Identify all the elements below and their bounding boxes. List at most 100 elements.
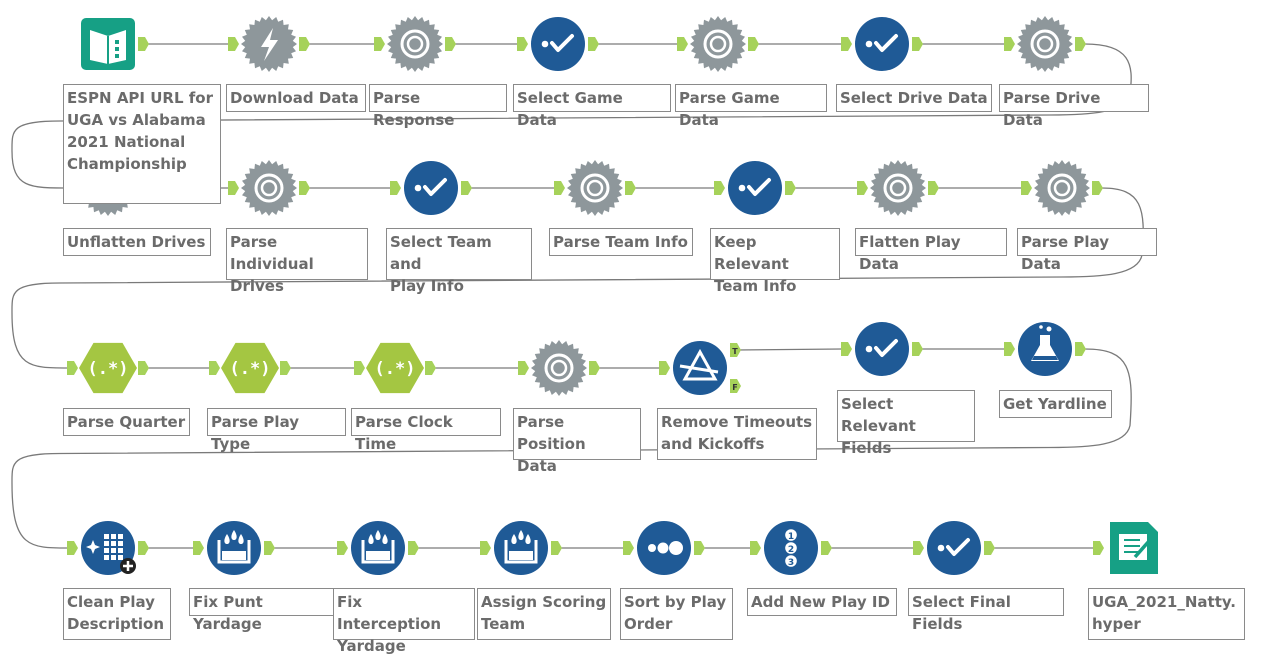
input-anchor[interactable] [714, 181, 725, 195]
connection-t19-t20[interactable] [735, 348, 843, 351]
output-anchor[interactable] [821, 541, 832, 555]
output-anchor[interactable] [928, 181, 939, 195]
tool-label: Get Yardline [999, 390, 1112, 418]
true-anchor[interactable] [730, 343, 741, 357]
output-anchor[interactable] [694, 541, 705, 555]
connection-t14-t15[interactable] [11, 187, 1144, 369]
input-anchor[interactable] [554, 181, 565, 195]
output-anchor[interactable] [425, 361, 436, 375]
output-anchor[interactable] [445, 37, 456, 51]
gear-json-parse-icon [1034, 160, 1090, 216]
output-anchor[interactable] [551, 541, 562, 555]
output-anchor[interactable] [912, 342, 923, 356]
output-anchor[interactable] [912, 37, 923, 51]
input-anchor[interactable] [841, 342, 852, 356]
input-anchor[interactable] [913, 541, 924, 555]
regex-hexagon-icon: (.*) [366, 342, 424, 394]
tool-t20[interactable] [855, 322, 909, 376]
tool-t7[interactable] [1017, 16, 1073, 72]
input-anchor[interactable] [337, 541, 348, 555]
input-anchor[interactable] [623, 541, 634, 555]
tool-t5[interactable] [690, 16, 746, 72]
tool-t21[interactable] [1018, 322, 1072, 376]
input-anchor[interactable] [209, 361, 220, 375]
tool-t23[interactable] [207, 521, 261, 575]
tool-t14[interactable] [1034, 160, 1090, 216]
input-anchor[interactable] [1004, 37, 1015, 51]
tool-t4[interactable] [531, 17, 585, 71]
output-anchor[interactable] [138, 361, 149, 375]
tool-t12[interactable] [728, 161, 782, 215]
tool-t10[interactable] [404, 161, 458, 215]
tool-t16[interactable]: (.*) [221, 342, 279, 394]
tool-t24[interactable] [351, 521, 405, 575]
output-anchor[interactable] [299, 181, 310, 195]
tool-label: UGA_2021_Natty. hyper [1088, 588, 1245, 640]
false-anchor[interactable] [730, 379, 741, 393]
tool-t19[interactable] [673, 341, 727, 395]
record-id-number: 3 [788, 558, 794, 568]
tool-label: Parse Clock Time [351, 408, 501, 453]
output-anchor[interactable] [984, 541, 995, 555]
connections [11, 43, 1144, 549]
input-anchor[interactable] [354, 361, 365, 375]
input-anchor[interactable] [390, 181, 401, 195]
tool-t29[interactable] [1110, 522, 1158, 574]
tool-label: Select Team and Play Info [386, 228, 532, 295]
tool-t27[interactable]: 123 [764, 521, 818, 575]
tool-t22[interactable] [81, 521, 136, 575]
tool-t17[interactable]: (.*) [366, 342, 424, 394]
output-anchor[interactable] [589, 361, 600, 375]
input-anchor[interactable] [517, 37, 528, 51]
input-anchor[interactable] [1093, 541, 1104, 555]
tool-t2[interactable] [241, 16, 297, 72]
input-anchor[interactable] [374, 37, 385, 51]
tool-label: Parse Game Data [675, 84, 827, 129]
output-anchor[interactable] [461, 181, 472, 195]
input-anchor[interactable] [228, 37, 239, 51]
tool-t9[interactable] [241, 160, 297, 216]
output-anchor[interactable] [299, 37, 310, 51]
gear-json-parse-icon [387, 16, 443, 72]
tool-t18[interactable] [531, 340, 587, 396]
output-anchor[interactable] [748, 37, 759, 51]
input-anchor[interactable] [841, 37, 852, 51]
tool-label: Parse Individual Drives [226, 228, 368, 295]
input-anchor[interactable] [1004, 342, 1015, 356]
output-anchor[interactable] [1092, 181, 1103, 195]
input-anchor[interactable] [857, 181, 868, 195]
output-anchor[interactable] [1075, 342, 1086, 356]
tool-t11[interactable] [567, 160, 623, 216]
output-anchor[interactable] [625, 181, 636, 195]
tool-t26[interactable] [637, 521, 691, 575]
output-anchor[interactable] [1075, 37, 1086, 51]
input-anchor[interactable] [750, 541, 761, 555]
output-anchor[interactable] [138, 37, 149, 51]
tool-t28[interactable] [927, 521, 981, 575]
tool-t1[interactable] [81, 18, 135, 70]
output-anchor[interactable] [138, 541, 149, 555]
tool-t3[interactable] [387, 16, 443, 72]
connection-t21-t22[interactable] [11, 348, 1132, 549]
output-anchor[interactable] [408, 541, 419, 555]
output-anchor[interactable] [264, 541, 275, 555]
tool-label: Parse Response [369, 84, 507, 129]
input-anchor[interactable] [193, 541, 204, 555]
tool-t6[interactable] [855, 17, 909, 71]
output-anchor[interactable] [588, 37, 599, 51]
input-anchor[interactable] [1021, 181, 1032, 195]
input-anchor[interactable] [480, 541, 491, 555]
tool-t15[interactable]: (.*) [79, 342, 137, 394]
input-anchor[interactable] [228, 181, 239, 195]
input-anchor[interactable] [67, 361, 78, 375]
book-input-icon [81, 18, 135, 70]
input-anchor[interactable] [67, 541, 78, 555]
input-anchor[interactable] [677, 37, 688, 51]
output-anchor[interactable] [280, 361, 291, 375]
input-anchor[interactable] [659, 361, 670, 375]
output-anchor[interactable] [785, 181, 796, 195]
input-anchor[interactable] [518, 361, 529, 375]
tool-t25[interactable] [494, 521, 548, 575]
connection-t7-t8[interactable] [11, 43, 1132, 189]
tool-t13[interactable] [870, 160, 926, 216]
